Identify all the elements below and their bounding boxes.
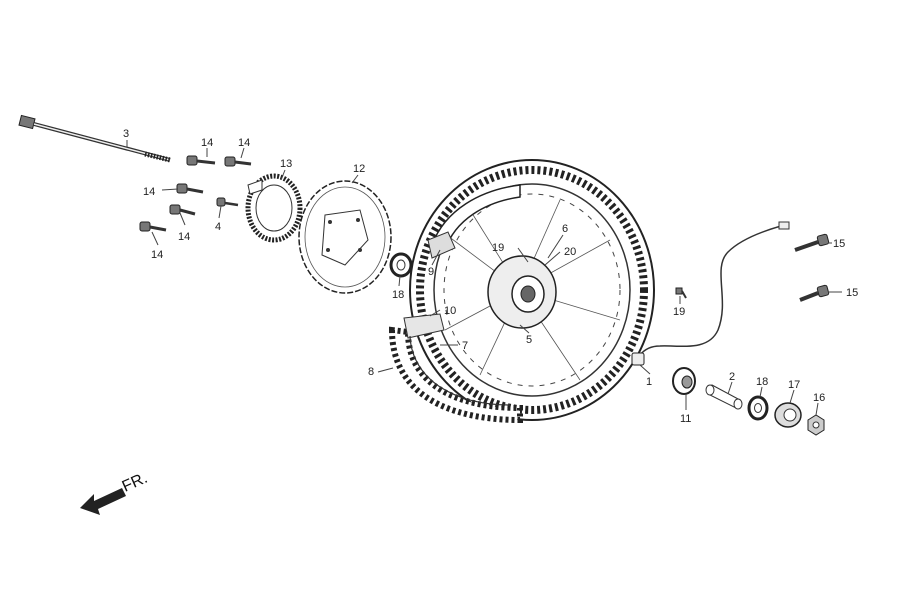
callout-18-right: 18: [756, 376, 768, 388]
brake-disc: [298, 180, 392, 294]
callout-16: 16: [813, 392, 825, 404]
leader-lines: [126, 140, 842, 416]
seal-17: [774, 402, 802, 428]
bearing-18-left: [389, 252, 413, 278]
bolt-14-a: [186, 155, 216, 166]
callout-14-c: 14: [143, 186, 155, 198]
bolt-15-lower: [799, 284, 830, 302]
callout-14-a: 14: [201, 137, 213, 149]
callout-1: 1: [646, 376, 652, 388]
wheel-assembly: [409, 159, 655, 421]
front-direction-indicator: FR.: [80, 470, 150, 515]
callout-15-b: 15: [846, 287, 858, 299]
callout-4: 4: [215, 221, 221, 233]
nut-16: [807, 414, 825, 436]
screw-4: [216, 197, 239, 207]
callout-9: 9: [428, 266, 434, 278]
callout-15-a: 15: [833, 238, 845, 250]
spacer-2: [705, 384, 743, 410]
callout-7: 7: [462, 340, 468, 352]
rim-band-upper: [427, 184, 521, 259]
bolt-14-b: [224, 156, 252, 167]
collar-11: [672, 367, 696, 395]
callout-6: 6: [562, 223, 568, 235]
callout-10: 10: [444, 305, 456, 317]
callout-14-d: 14: [178, 231, 190, 243]
callout-14-e: 14: [151, 249, 163, 261]
callout-labels: 3 14 14 14 14 14 4 13 12 18 9 10 7 8 6 1…: [123, 128, 858, 425]
callout-17: 17: [788, 379, 800, 391]
abs-tone-ring: [245, 173, 303, 243]
bolt-14-c: [176, 183, 204, 194]
callout-20: 20: [564, 246, 576, 258]
bolt-14-d: [169, 204, 196, 216]
axle: [18, 114, 171, 163]
abs-sensor: [631, 221, 790, 366]
direction-label: FR.: [120, 470, 150, 496]
callout-19-a: 19: [492, 242, 504, 254]
bolt-15-upper: [794, 233, 830, 252]
callout-8: 8: [368, 366, 374, 378]
callout-11: 11: [680, 413, 691, 425]
callout-19-b: 19: [673, 306, 685, 318]
tube-lower: [388, 313, 523, 424]
callout-14-b: 14: [238, 137, 250, 149]
bolt-14-e: [139, 221, 167, 232]
front-arrow-icon: [80, 488, 126, 515]
bearing-18-right: [747, 395, 769, 421]
callout-13: 13: [280, 158, 292, 170]
callout-3: 3: [123, 128, 129, 140]
callout-2: 2: [729, 371, 735, 383]
callout-5: 5: [526, 334, 532, 346]
callout-18-left: 18: [392, 289, 404, 301]
callout-12: 12: [353, 163, 365, 175]
